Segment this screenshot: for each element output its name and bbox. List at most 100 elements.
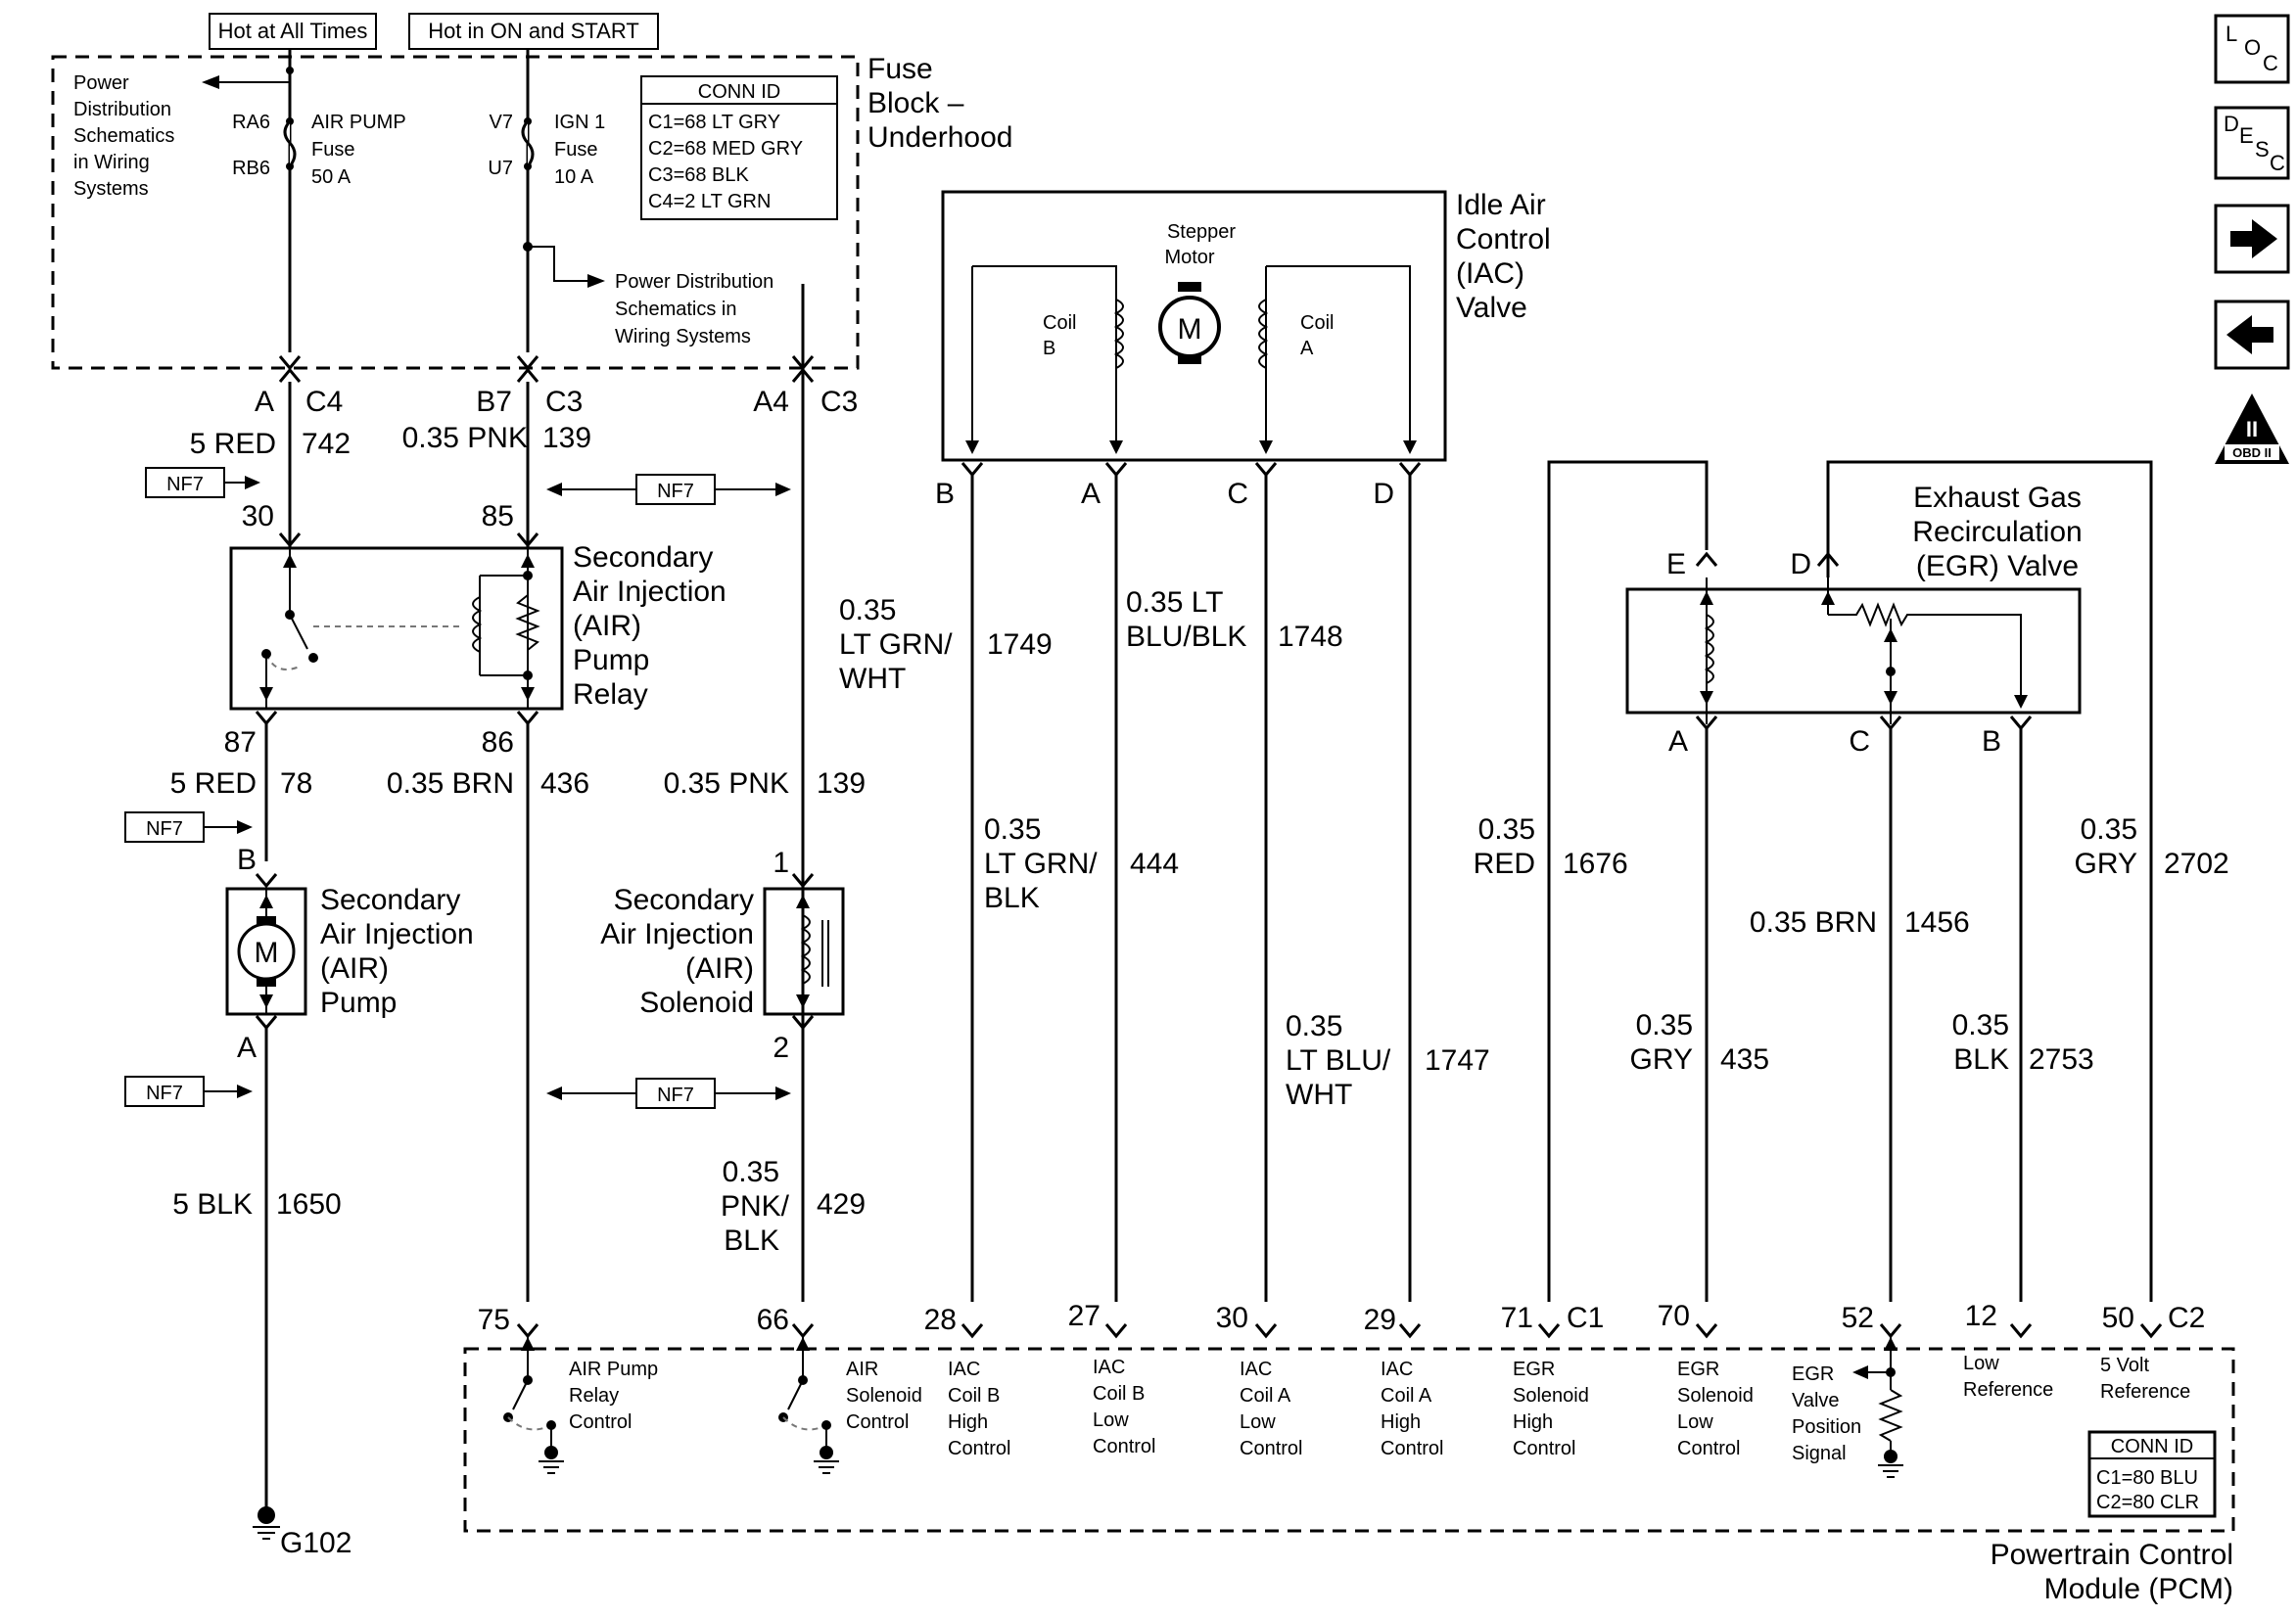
- svg-text:D: D: [2224, 112, 2239, 136]
- air-pump: M: [225, 887, 307, 1016]
- pcm-pin-70: 70: [1658, 1300, 1690, 1332]
- next-button[interactable]: [2214, 204, 2290, 274]
- egr-pin-e: E: [1666, 548, 1686, 580]
- svg-text:Secondary: Secondary: [320, 884, 460, 916]
- wire-1748-num: 1748: [1278, 621, 1343, 653]
- svg-text:C4=2 LT GRN: C4=2 LT GRN: [648, 191, 771, 212]
- pin-rb6: RB6: [232, 158, 270, 179]
- svg-text:NF7: NF7: [166, 474, 204, 495]
- iac-coil-b-label: Coil B: [1043, 312, 1076, 359]
- svg-text:A: A: [1300, 338, 1314, 359]
- svg-text:Coil B: Coil B: [1093, 1383, 1145, 1405]
- ground-g102-icon: [253, 1506, 280, 1540]
- svg-text:IAC: IAC: [1093, 1357, 1125, 1378]
- svg-text:0.35: 0.35: [723, 1156, 779, 1188]
- svg-text:0.35: 0.35: [984, 813, 1041, 846]
- egr-pin-a: A: [1668, 725, 1688, 758]
- pcm-title: Powertrain Control Module (PCM): [1991, 1539, 2233, 1605]
- svg-text:0.35: 0.35: [1952, 1009, 2009, 1041]
- pcm-pin-28: 28: [924, 1304, 957, 1336]
- pump-pin-b: B: [237, 844, 257, 876]
- svg-text:Coil B: Coil B: [948, 1385, 1000, 1407]
- svg-text:Relay: Relay: [569, 1385, 619, 1407]
- pcm-driver-egr-position: [1852, 1337, 1903, 1478]
- wire-139b-num: 139: [817, 767, 866, 800]
- pcm-pin-12: 12: [1965, 1300, 1997, 1332]
- svg-text:(IAC): (IAC): [1456, 257, 1524, 290]
- wire-139b-gauge: 0.35 PNK: [664, 767, 789, 800]
- svg-text:NF7: NF7: [146, 1083, 183, 1104]
- svg-text:C1=80 BLU: C1=80 BLU: [2096, 1467, 2198, 1489]
- svg-text:Control: Control: [569, 1411, 632, 1433]
- pcm-driver-air-solenoid: [778, 1337, 839, 1474]
- svg-text:Fuse: Fuse: [554, 139, 597, 161]
- pcm-label-low-ref: Low Reference: [1963, 1353, 2053, 1401]
- svg-text:NF7: NF7: [657, 481, 694, 502]
- pump-pin-a: A: [237, 1032, 257, 1064]
- pcm-label-air-solenoid: AIR Solenoid Control: [846, 1359, 922, 1433]
- wire-1747-gauge: 0.35 LT BLU/ WHT: [1286, 1010, 1391, 1111]
- wire-429-num: 429: [817, 1188, 866, 1221]
- svg-text:LT GRN/: LT GRN/: [839, 628, 953, 661]
- wire-1747-num: 1747: [1425, 1044, 1490, 1077]
- wire-2702-num: 2702: [2164, 848, 2229, 880]
- svg-text:Control: Control: [1513, 1438, 1575, 1459]
- pin-ra6: RA6: [232, 112, 270, 133]
- power-distribution-right: Power Distribution Schematics in Wiring …: [615, 271, 773, 347]
- egr-pin-b: B: [1982, 725, 2001, 758]
- pcm-pin-30: 30: [1216, 1302, 1248, 1334]
- svg-text:Stepper: Stepper: [1167, 221, 1236, 243]
- svg-text:Control: Control: [846, 1411, 909, 1433]
- pcm-label-egr-sol-low: EGR Solenoid Low Control: [1677, 1359, 1754, 1459]
- obd-ii-button[interactable]: II OBD II: [2215, 393, 2289, 464]
- svg-text:Wiring Systems: Wiring Systems: [615, 326, 751, 347]
- wire-435-gauge: 0.35 GRY: [1630, 1009, 1693, 1076]
- svg-text:Low: Low: [1093, 1409, 1129, 1431]
- svg-text:(AIR): (AIR): [573, 610, 641, 642]
- svg-text:NF7: NF7: [657, 1085, 694, 1106]
- air-pump-relay: [229, 546, 564, 711]
- pcm-label-iac-a-low: IAC Coil A Low Control: [1240, 1359, 1302, 1459]
- egr-valve: [1625, 578, 2082, 724]
- svg-text:LT GRN/: LT GRN/: [984, 848, 1098, 880]
- svg-text:EGR: EGR: [1792, 1363, 1834, 1385]
- svg-text:Relay: Relay: [573, 678, 648, 711]
- svg-text:CONN ID: CONN ID: [698, 81, 780, 103]
- iac-pin-c: C: [1227, 478, 1248, 510]
- wire-2753-num: 2753: [2029, 1043, 2094, 1076]
- pump-label: Secondary Air Injection (AIR) Pump: [320, 884, 474, 1019]
- svg-text:High: High: [948, 1411, 988, 1433]
- svg-text:High: High: [1381, 1411, 1421, 1433]
- svg-text:S: S: [2255, 137, 2270, 162]
- fuse-block-title-3: Underhood: [867, 121, 1012, 154]
- desc-button[interactable]: D E S C: [2214, 106, 2290, 180]
- svg-text:C3=68 BLK: C3=68 BLK: [648, 164, 750, 186]
- svg-text:C1=68 LT GRY: C1=68 LT GRY: [648, 112, 780, 133]
- svg-text:Module (PCM): Module (PCM): [2044, 1573, 2233, 1605]
- svg-text:Motor: Motor: [1164, 247, 1214, 268]
- solenoid-pin-2: 2: [773, 1032, 789, 1064]
- loc-button[interactable]: L O C: [2214, 14, 2290, 84]
- prev-button[interactable]: [2214, 300, 2290, 370]
- svg-text:NF7: NF7: [146, 818, 183, 840]
- relay-pin-87: 87: [224, 726, 257, 759]
- pcm-pin-50: 50: [2102, 1302, 2134, 1334]
- svg-text:0.35: 0.35: [839, 594, 896, 626]
- arrow-left-icon: [2226, 315, 2273, 354]
- egr-pin-d: D: [1790, 548, 1811, 580]
- wire-78-gauge: 5 RED: [170, 767, 257, 800]
- pcm-conn-c2: C2: [2168, 1302, 2205, 1334]
- pcm-pin-75: 75: [478, 1304, 510, 1336]
- fuse-conn-id-box: CONN ID C1=68 LT GRY C2=68 MED GRY C3=68…: [640, 75, 838, 220]
- relay-pin-86: 86: [482, 726, 514, 759]
- pcm-pin-27: 27: [1068, 1300, 1101, 1332]
- svg-text:Low: Low: [1240, 1411, 1276, 1433]
- svg-text:AIR: AIR: [846, 1359, 878, 1380]
- svg-text:Pump: Pump: [320, 987, 397, 1019]
- solenoid-label: Secondary Air Injection (AIR) Solenoid: [600, 884, 754, 1019]
- svg-text:Secondary: Secondary: [614, 884, 754, 916]
- hot-at-all-times-box: [209, 13, 377, 50]
- svg-text:Power: Power: [73, 72, 129, 94]
- svg-text:E: E: [2239, 123, 2254, 148]
